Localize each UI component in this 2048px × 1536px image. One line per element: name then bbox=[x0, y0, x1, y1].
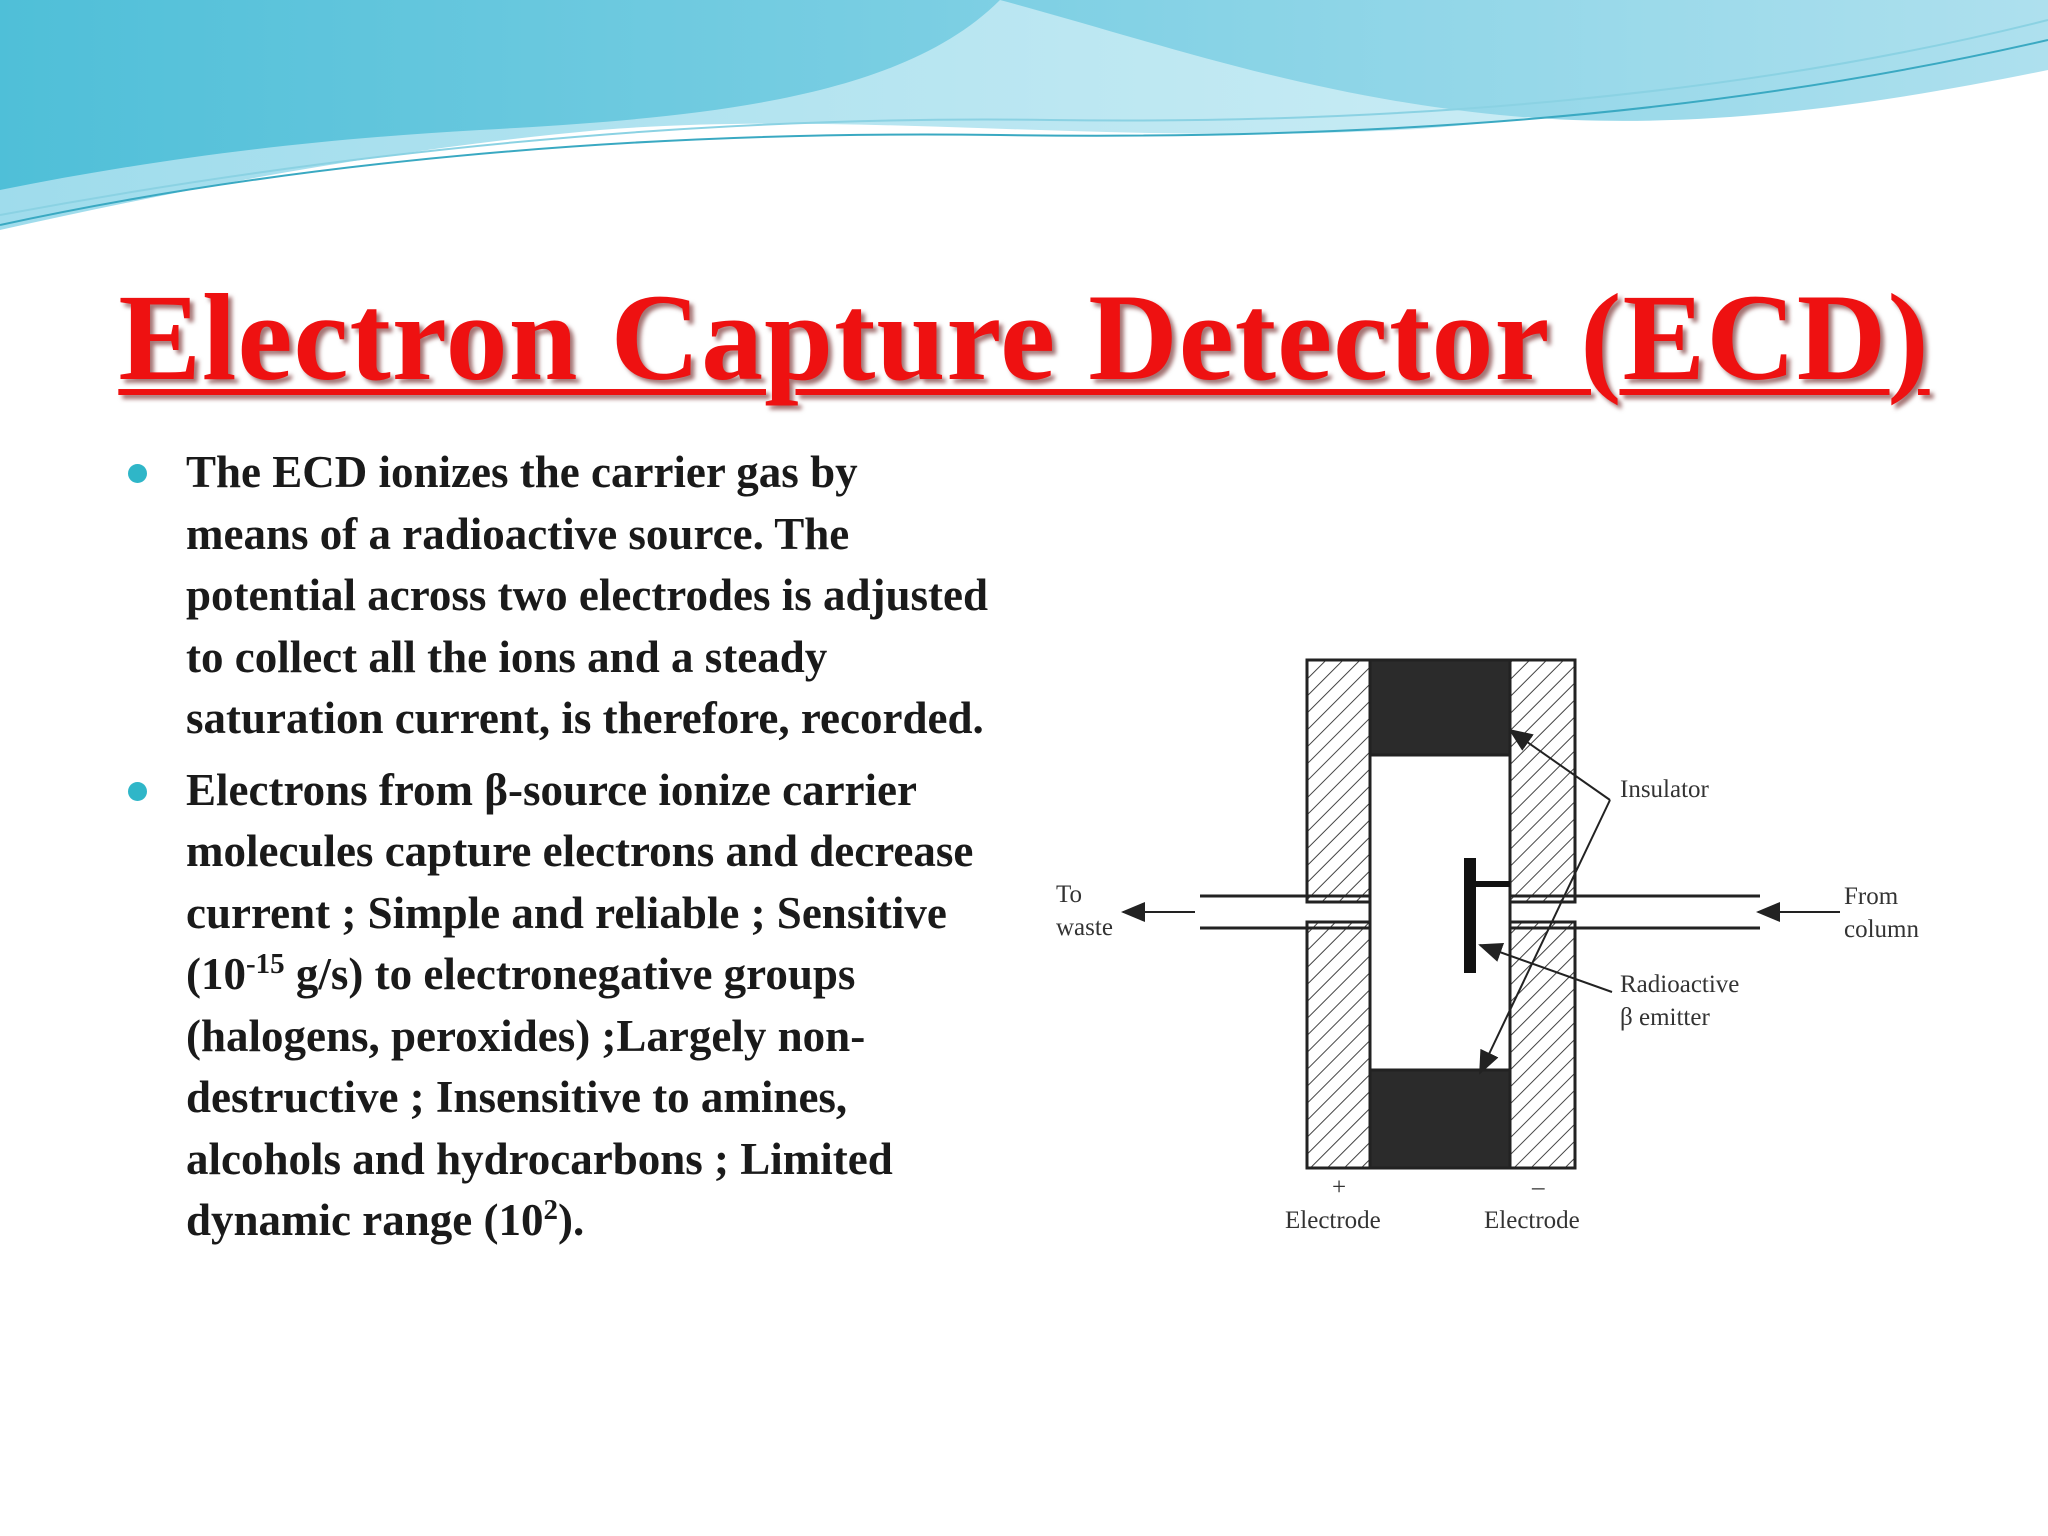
electrode-plus bbox=[1305, 658, 1372, 1170]
to-waste-label: waste bbox=[1056, 914, 1113, 941]
electrode-plus-sign: + bbox=[1332, 1174, 1346, 1201]
range-exponent: 2 bbox=[543, 1194, 558, 1226]
insulator-bottom bbox=[1368, 1068, 1512, 1170]
bullet-text-part: ). bbox=[557, 1195, 585, 1245]
bullet-text-part: Electrons from β-source ionize carrier m… bbox=[186, 764, 974, 1000]
bullet-item-ionization: The ECD ionizes the carrier gas by means… bbox=[120, 442, 990, 750]
slide-title: Electron Capture Detector (ECD) bbox=[118, 269, 1930, 406]
to-waste-label: To bbox=[1056, 881, 1082, 908]
bullet-marker bbox=[128, 781, 147, 801]
sensitivity-exponent: -15 bbox=[246, 948, 285, 980]
from-column-label: From bbox=[1844, 883, 1899, 910]
emitter-pointer bbox=[1478, 942, 1613, 993]
electrode-minus-sign: – bbox=[1531, 1174, 1545, 1201]
bullet-list: The ECD ionizes the carrier gas by means… bbox=[120, 442, 990, 1262]
radioactive-emitter-label: Radioactive bbox=[1620, 971, 1739, 998]
insulator-pointer-bottom bbox=[1479, 799, 1611, 1075]
bullet-marker bbox=[128, 464, 147, 483]
insulator-top bbox=[1368, 658, 1512, 757]
bullet-text-part: g/s) to electronegative groups (halogens… bbox=[186, 949, 893, 1245]
ecd-schematic-diagram: Insulator To waste From column Radioacti… bbox=[1056, 658, 1919, 1234]
electrode-left-label: Electrode bbox=[1285, 1207, 1381, 1234]
header-wave-decoration bbox=[0, 0, 2048, 230]
header-wave-line bbox=[0, 39, 2048, 226]
radioactive-emitter-label: β emitter bbox=[1620, 1004, 1710, 1031]
header-wave-line-2 bbox=[0, 19, 2048, 216]
insulator-label: Insulator bbox=[1620, 776, 1710, 803]
beta-emitter-plate bbox=[1464, 858, 1476, 973]
electrode-right-label: Electrode bbox=[1484, 1207, 1580, 1234]
header-wave-front bbox=[0, 0, 2048, 190]
bullet-item-properties: Electrons from β-source ionize carrier m… bbox=[120, 760, 990, 1252]
insulator-pointer-top bbox=[1508, 728, 1611, 801]
from-column-label: column bbox=[1844, 916, 1919, 943]
bullet-text: The ECD ionizes the carrier gas by means… bbox=[186, 447, 989, 743]
